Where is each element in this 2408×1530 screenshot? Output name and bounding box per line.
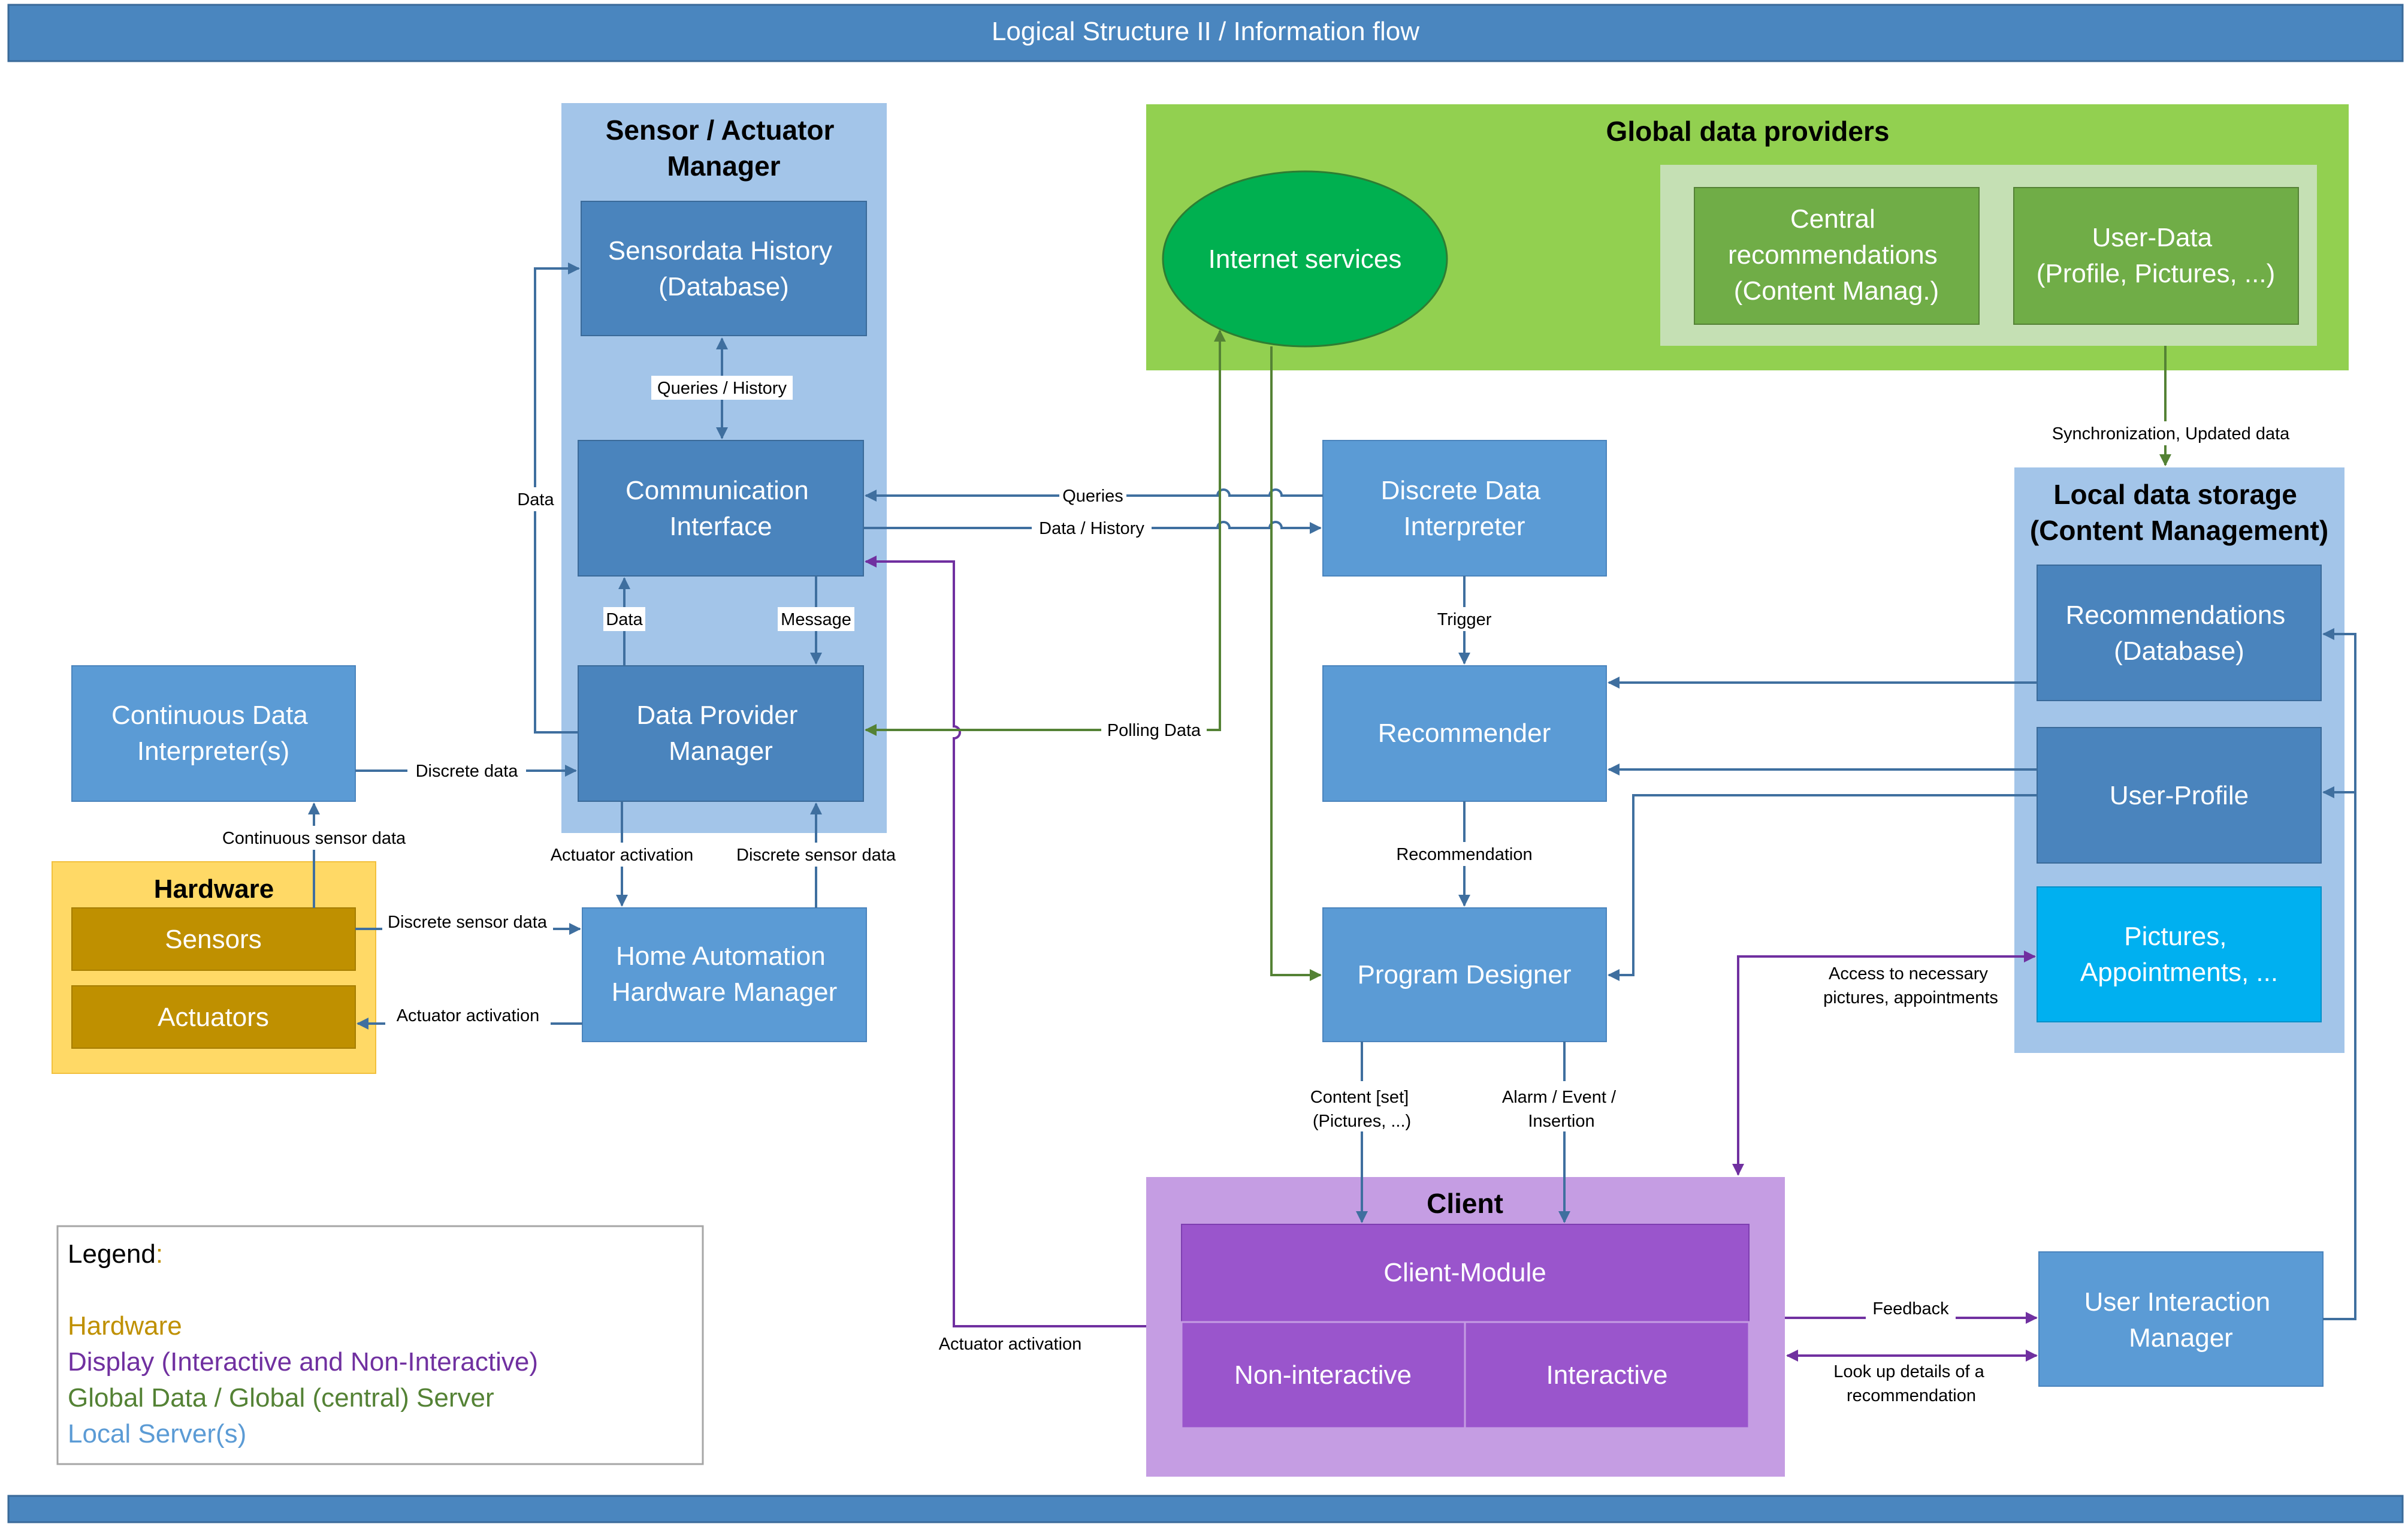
discrete-data-interpreter-box[interactable]: Discrete Data Interpreter [1322,440,1607,577]
svg-text:Non-interactive: Non-interactive [1234,1360,1412,1390]
local-data-storage-title: Local data storage (Content Management) [2030,479,2328,546]
svg-text:Client-Module: Client-Module [1383,1258,1546,1287]
svg-text:Communication Interface: Communication Interface [626,476,816,541]
connector-labels: Queries / History Data Data Message Disc… [209,376,2298,1410]
arrow-polling-data [865,330,1226,736]
program-designer-box[interactable]: Program Designer [1322,907,1607,1042]
user-data-box[interactable]: User-Data (Profile, Pictures, ...) [2013,187,2299,325]
sensors-box[interactable]: Sensors [71,907,356,971]
bottom-banner [7,1495,2404,1523]
non-interactive-box[interactable]: Non-interactive [1180,1321,1466,1429]
legend-title: Legend: [68,1239,163,1269]
label-discrete-sensor-data-1: Discrete sensor data [736,846,896,865]
continuous-data-interpreter-box[interactable]: Continuous Data Interpreter(s) [71,665,356,802]
connectors [308,262,2356,1362]
label-queries-history: Queries / History [657,379,787,398]
label-message: Message [781,610,851,629]
interactive-box[interactable]: Interactive [1464,1321,1750,1429]
central-recommendations-box[interactable]: Central recommendations (Content Manag.) [1694,187,1980,325]
hardware-title: Hardware [154,874,274,904]
sensor-actuator-manager-title: Sensor / Actuator Manager [606,114,842,182]
label-feedback: Feedback [1872,1299,1949,1318]
home-automation-hardware-manager-box[interactable]: Home Automation Hardware Manager [582,907,867,1042]
svg-text:User Interaction Manager: User Interaction Manager [2084,1287,2278,1353]
svg-text:User-Data (Profile, Pict: User-Data (Profile, Pictures, ...) [2037,223,2276,288]
svg-text:Interactive: Interactive [1546,1360,1668,1390]
client-module-box[interactable]: Client-Module [1181,1224,1750,1323]
label-data-left: Data [517,490,554,509]
internet-services-ellipse[interactable]: Internet services [1162,170,1448,348]
label-actuator-activation-3: Actuator activation [939,1335,1082,1354]
label-sync: Synchronization, Updated data [2052,424,2290,443]
legend-item-display: Display (Interactive and Non-Interactive… [68,1347,538,1377]
label-discrete-data: Discrete data [416,762,519,781]
svg-text:Sensors: Sensors [165,925,261,954]
label-content-set: Content [set] (Pictures, ...) [1310,1088,1414,1131]
arrow-access-pictures [1732,950,2036,1176]
label-look-up: Look up details of a recommendation [1833,1362,1989,1405]
label-polling-data: Polling Data [1107,721,1201,740]
label-queries: Queries [1062,487,1123,506]
legend: Legend: Hardware Display (Interactive an… [56,1225,704,1465]
client-title: Client [1427,1188,1503,1219]
recommendations-database-box[interactable]: Recommendations (Database) [2037,565,2322,701]
arrow-internet-to-designer [1270,346,1322,981]
legend-frame [56,1225,704,1465]
arrow-profile-to-designer [1608,794,2037,981]
recommender-box[interactable]: Recommender [1322,665,1607,802]
title-banner [7,4,2404,62]
svg-text:Discrete Data Interprete: Discrete Data Interpreter [1381,476,1548,541]
label-continuous-sensor-data: Continuous sensor data [222,829,406,848]
user-profile-box[interactable]: User-Profile [2037,727,2322,864]
label-discrete-sensor-data-2: Discrete sensor data [388,913,548,932]
svg-text:Recommender: Recommender [1378,719,1551,748]
legend-item-global: Global Data / Global (central) Server [68,1383,494,1413]
actuators-box[interactable]: Actuators [71,985,356,1049]
label-data-history: Data / History [1039,519,1144,538]
user-interaction-manager-box[interactable]: User Interaction Manager [2038,1251,2324,1387]
label-trigger: Trigger [1437,610,1492,629]
svg-text:Internet services: Internet services [1208,245,1402,274]
communication-interface-box[interactable]: Communication Interface [578,440,864,577]
pictures-appointments-box[interactable]: Pictures, Appointments, ... [2037,886,2322,1022]
svg-text:Home Automation Hardware: Home Automation Hardware Manager [612,941,838,1007]
global-data-providers-title: Global data providers [1606,116,1890,147]
arrow-uim-to-recdb [2322,628,2356,1320]
label-actuator-activation-1: Actuator activation [551,846,694,865]
page-title: Logical Structure II / Information flow [992,17,1419,46]
svg-text:Continuous Data Interpre: Continuous Data Interpreter(s) [111,701,315,766]
svg-text:Sensordata History (Data: Sensordata History (Database) [608,236,839,301]
data-provider-manager-box[interactable]: Data Provider Manager [578,665,864,802]
label-access: Access to necessary pictures, appointmen… [1823,964,1998,1007]
arrow-actuator-activation-client [865,556,1146,1327]
legend-item-local: Local Server(s) [68,1419,246,1448]
svg-text:User-Profile: User-Profile [2110,781,2249,810]
svg-text:Actuators: Actuators [158,1003,269,1032]
svg-text:Recommendations (Databas: Recommendations (Database) [2065,600,2292,666]
label-data-up: Data [606,610,643,629]
label-recommendation: Recommendation [1396,845,1532,864]
svg-text:Pictures, Appointments,: Pictures, Appointments, ... [2080,922,2278,987]
label-alarm-event: Alarm / Event / Insertion [1502,1088,1621,1131]
sensordata-history-box[interactable]: Sensordata History (Database) [581,201,867,336]
svg-text:Program Designer: Program Designer [1357,960,1571,989]
legend-item-hardware: Hardware [68,1311,182,1341]
label-actuator-activation-2: Actuator activation [397,1006,540,1025]
svg-text:Data Provider Manager: Data Provider Manager [636,701,805,766]
svg-text:Central recommendations: Central recommendations (Content Manag.) [1728,204,1945,306]
